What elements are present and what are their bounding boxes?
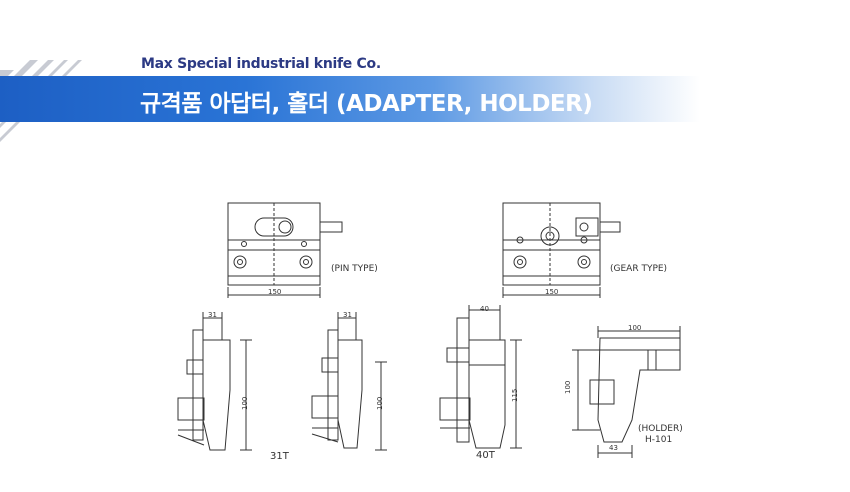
31t-left-dim-h: 100 (241, 396, 249, 410)
gear-type-width-dim: 150 (545, 288, 559, 296)
holder-label: (HOLDER) (638, 424, 683, 434)
pin-type-label: (PIN TYPE) (331, 264, 378, 274)
company-name: Max Special industrial knife Co. (141, 56, 381, 72)
gear-type-label: (GEAR TYPE) (610, 264, 668, 274)
31t-model-label: 31T (270, 451, 289, 462)
31t-right-dim-h: 100 (376, 396, 384, 410)
page-title: 규격품 아답터, 홀더 (ADAPTER, HOLDER) (140, 91, 593, 117)
40t-drawing (439, 305, 522, 449)
31t-drawing-left (177, 312, 252, 451)
gear-type-drawing (502, 202, 621, 298)
31t-left-dim-a: 31 (208, 311, 217, 319)
holder-base-dim: 43 (609, 444, 618, 452)
holder-drawing (572, 326, 681, 458)
pin-type-drawing (227, 202, 343, 298)
page-header: Max Special industrial knife Co. 규격품 아답터… (0, 0, 850, 150)
holder-height-dim: 100 (564, 380, 572, 394)
title-band (0, 76, 700, 122)
40t-model-label: 40T (476, 450, 495, 461)
40t-width-dim: 40 (480, 305, 489, 313)
40t-height-dim: 115 (511, 388, 519, 402)
holder-width-dim: 100 (628, 324, 642, 332)
holder-model-label: H-101 (645, 435, 673, 445)
31t-drawing-right (311, 312, 387, 451)
31t-right-dim-b: 31 (343, 311, 352, 319)
pin-type-width-dim: 150 (268, 288, 282, 296)
